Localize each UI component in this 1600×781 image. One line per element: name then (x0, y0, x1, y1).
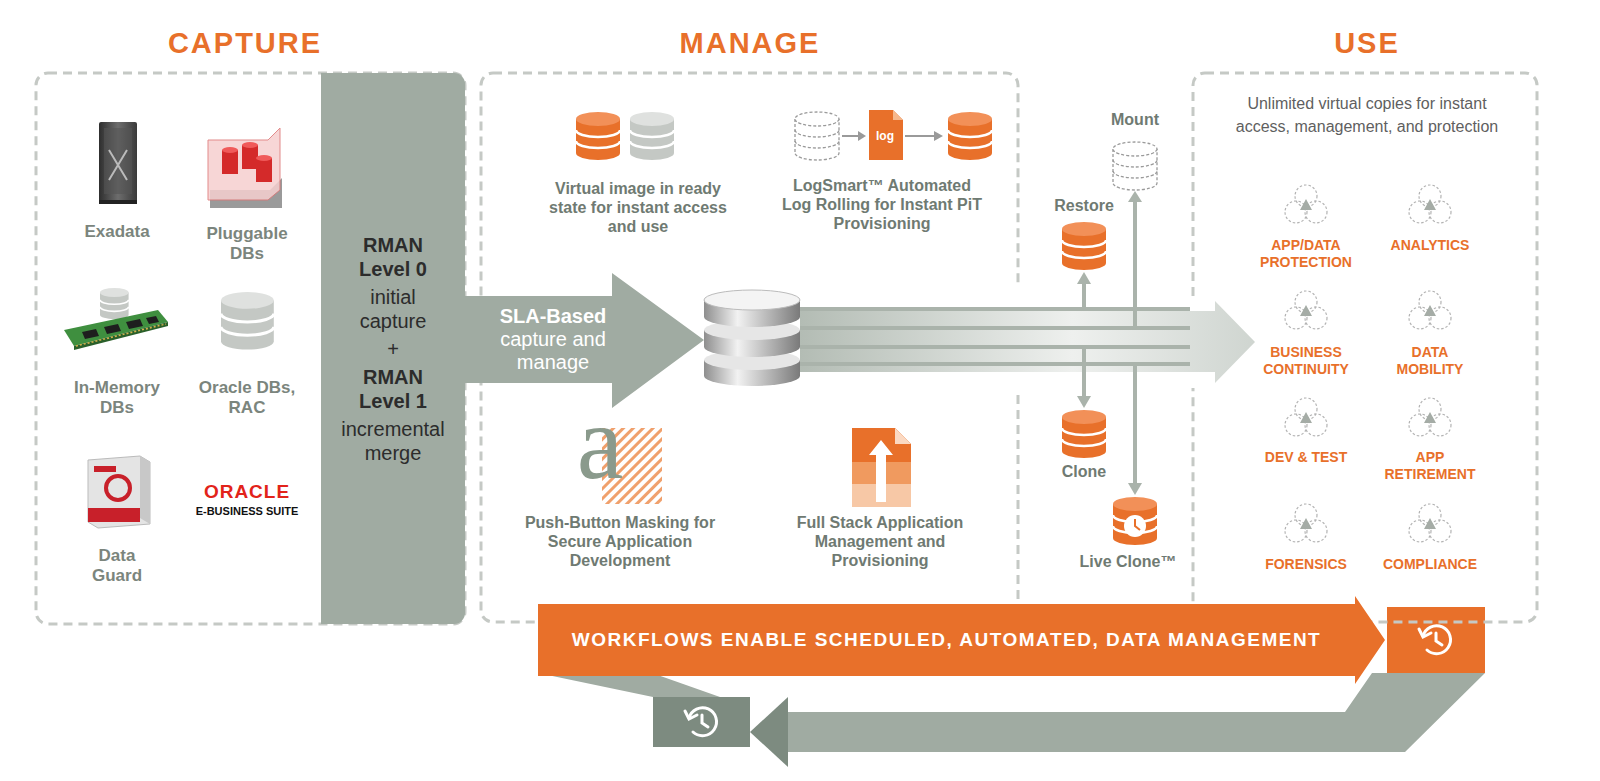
sla-text: SLA-Basedcapture and manage (473, 296, 633, 383)
log-document (869, 110, 903, 160)
in-memory-icon (64, 288, 168, 350)
item-label: ANALYTICS (1380, 237, 1480, 254)
item-label: DEV & TEST (1256, 449, 1356, 466)
rman-step: initial capture (339, 285, 447, 333)
item-label: log (870, 129, 900, 143)
item-label: Pluggable DBs (197, 224, 297, 265)
item-label: a (560, 390, 640, 495)
item-label: Full Stack Application Management and Pr… (765, 513, 995, 571)
item-label: BUSINESS CONTINUITY (1256, 344, 1356, 378)
item-label: DATA MOBILITY (1380, 344, 1480, 378)
workflow-banner: WORKFLOWS ENABLE SCHEDULED, AUTOMATED, D… (538, 596, 1385, 684)
item-label: Data Guard (82, 546, 152, 587)
item-label: FORENSICS (1256, 556, 1356, 573)
item-label: Clone (1044, 462, 1124, 481)
item-label: In-Memory DBs (62, 378, 172, 419)
data-guard-box (88, 456, 150, 528)
rman-step: incremental merge (339, 417, 447, 465)
item-label: LogSmart™ Automated Log Rolling for Inst… (782, 176, 982, 234)
rman-step: RMAN Level 1 (339, 365, 447, 413)
item-label: Push-Button Masking for Secure Applicati… (515, 513, 725, 571)
item-label: Virtual image in ready state for instant… (538, 179, 738, 237)
rman-panel: RMAN Level 0initial capture + RMAN Level 1… (321, 73, 465, 624)
item-label: COMPLIANCE (1380, 556, 1480, 573)
clock-icon (1124, 515, 1146, 537)
exadata-icon (99, 122, 137, 204)
region-note: Unlimited virtual copies for instant acc… (1232, 92, 1502, 138)
rman-text: RMAN Level 0initial capture + RMAN Level 1… (321, 73, 465, 624)
item-label: APP RETIREMENT (1380, 449, 1480, 483)
item-label: Mount (1095, 110, 1175, 129)
item-label: ORACLE (182, 481, 312, 504)
oracle-db-icon (221, 292, 274, 350)
pluggable-db-icon (208, 128, 282, 208)
rman-step: + (339, 337, 447, 361)
dashed-outline (1193, 73, 1537, 622)
capture-region: CAPTURERMAN Level 0initial capture+RMAN … (36, 73, 465, 624)
sla-line: SLA-Based (473, 305, 633, 328)
banner-text: WORKFLOWS ENABLE SCHEDULED, AUTOMATED, D… (548, 627, 1345, 653)
item-label: Exadata (62, 222, 172, 242)
full-stack-icon (852, 428, 911, 507)
item-label: APP/DATA PROTECTION (1256, 237, 1356, 271)
use-region: USEUnlimited virtual copies for instant … (1193, 73, 1537, 622)
item-label: E-BUSINESS SUITE (182, 505, 312, 518)
region-heading: USE (1334, 27, 1400, 60)
sla-line: capture and manage (473, 328, 633, 374)
item-label: Live Clone™ (1068, 552, 1188, 571)
sla-arrow: SLA-Basedcapture and manage (465, 273, 705, 408)
rman-step: RMAN Level 0 (339, 233, 447, 281)
region-heading: MANAGE (680, 27, 821, 60)
central-database (704, 290, 800, 386)
item-label: Restore (1044, 196, 1124, 215)
region-heading: CAPTURE (168, 27, 322, 60)
item-label: Oracle DBs, RAC (187, 378, 307, 419)
